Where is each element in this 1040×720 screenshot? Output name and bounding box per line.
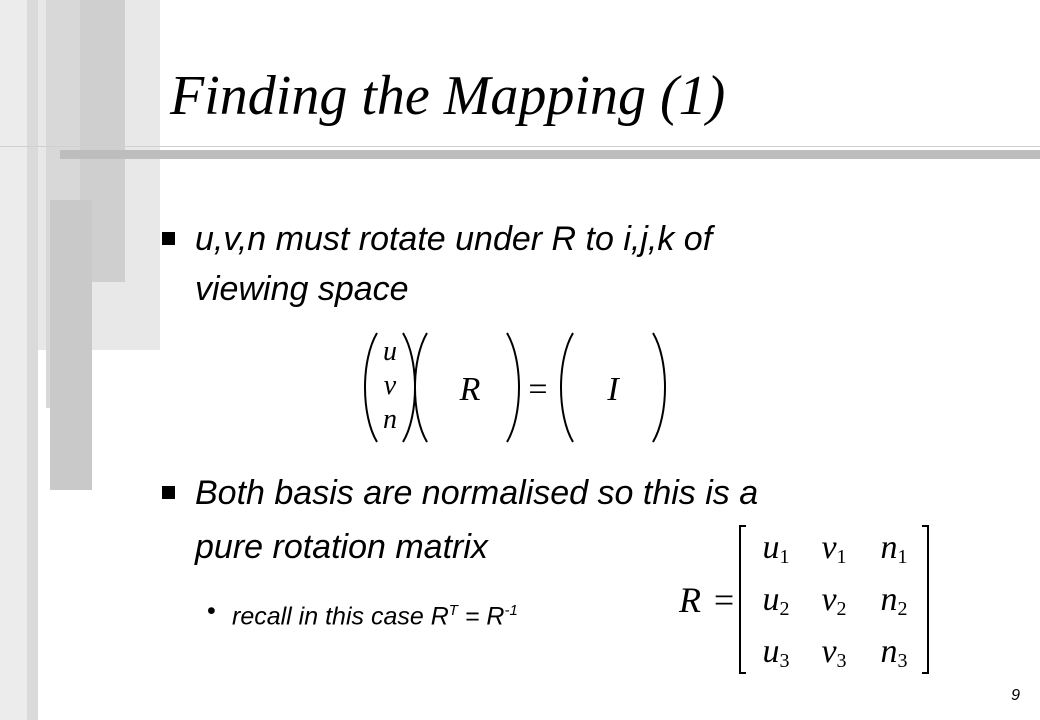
equals-sign: = xyxy=(528,371,547,408)
matrix-cell-u3: u3 xyxy=(763,633,790,672)
vector-n: n xyxy=(383,404,397,435)
matrix-cell-u2: u2 xyxy=(763,581,790,620)
bullet-2-line-1: Both basis are normalised so this is a xyxy=(195,474,759,512)
matrix-lhs-r: R xyxy=(678,580,701,620)
matrix-equals: = xyxy=(714,580,734,620)
matrix-cell-v3: v3 xyxy=(821,633,846,672)
page-number: 9 xyxy=(1011,687,1020,704)
slide-title: Finding the Mapping (1) xyxy=(170,65,726,127)
matrix-cell-n1: n1 xyxy=(881,529,908,568)
bullet-1-line-2: viewing space xyxy=(195,270,409,308)
matrix-cell-n3: n3 xyxy=(881,633,908,672)
bullet-1-line-1: u,v,n must rotate under R to i,j,k of xyxy=(195,220,713,258)
decor-block xyxy=(50,200,92,490)
matrix-cell-v2: v2 xyxy=(821,581,846,620)
matrix-cell-u1: u1 xyxy=(763,529,790,568)
bullet-2-line-2: pure rotation matrix xyxy=(195,528,488,566)
matrix-cell-n2: n2 xyxy=(881,581,908,620)
vector-u: u xyxy=(383,336,397,367)
sub-bullet-text: recall in this case RT = R-1 xyxy=(232,602,518,631)
title-thin-rule xyxy=(0,146,1040,147)
sub-bullet-dot: • xyxy=(207,597,216,625)
title-rule xyxy=(60,150,1040,159)
bullet-square xyxy=(162,232,175,245)
matrix-cell-v1: v1 xyxy=(821,529,846,568)
identity-i: I xyxy=(606,371,620,408)
bullet-square xyxy=(162,486,175,499)
equation-uvn-r-identity: u v n R = I xyxy=(364,332,666,443)
vector-v: v xyxy=(384,370,397,401)
decor-block xyxy=(27,0,38,720)
matrix-r: R xyxy=(459,371,481,408)
decor-block xyxy=(0,0,27,720)
equation-rotation-matrix: R = u1 v1 n1 u2 v2 n2 u3 v3 n3 xyxy=(678,525,929,674)
